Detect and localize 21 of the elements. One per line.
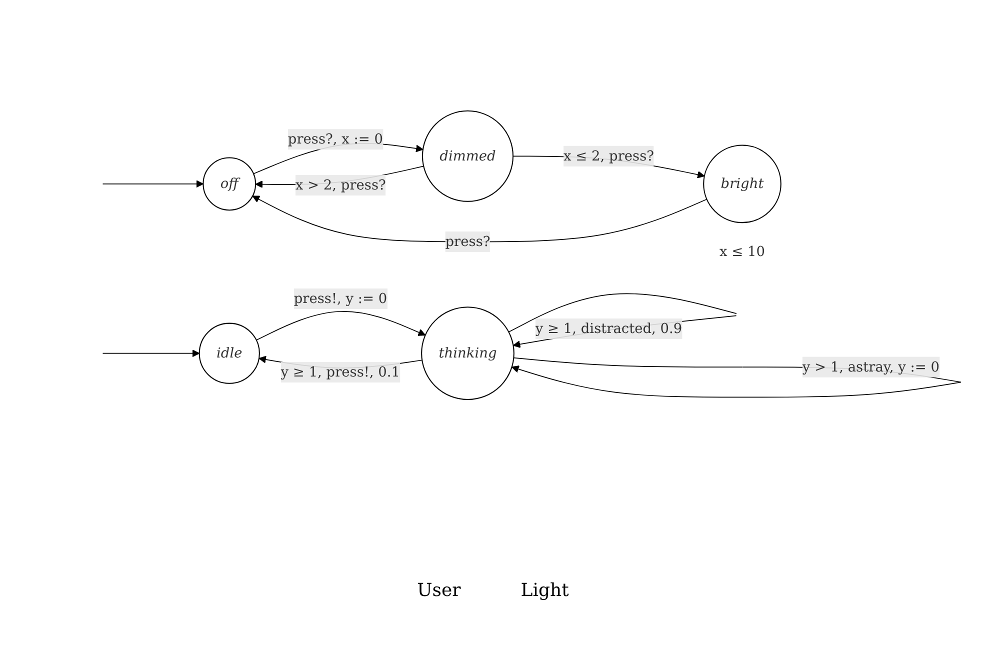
node-circle: dimmed: [422, 110, 514, 202]
automaton-name: Light: [520, 580, 569, 601]
arrow: [256, 311, 426, 340]
node-circle: off: [202, 157, 256, 211]
node-label: x ≤ 10: [720, 243, 766, 260]
edge-label: press?: [445, 233, 490, 250]
edge-label: y ≥ 1, press!, 0.1: [280, 364, 400, 380]
automaton-name: User: [417, 580, 461, 601]
arrow: [102, 180, 204, 188]
edge-label: y ≥ 1, distracted, 0.9: [535, 320, 682, 336]
arrow: [508, 293, 737, 348]
edge-label: press!, y := 0: [294, 290, 388, 306]
node-circle: thinking: [421, 306, 514, 400]
node-circle: idle: [198, 322, 260, 384]
edge-label: press?, x := 0: [288, 130, 383, 148]
edge-label: x > 2, press?: [295, 176, 386, 193]
edge-label: x ≤ 2, press?: [564, 147, 654, 164]
edge-label: y > 1, astray, y := 0: [802, 358, 940, 375]
node-circle: bright: [703, 144, 782, 223]
arrow: [252, 196, 708, 242]
arrow: [102, 349, 200, 358]
